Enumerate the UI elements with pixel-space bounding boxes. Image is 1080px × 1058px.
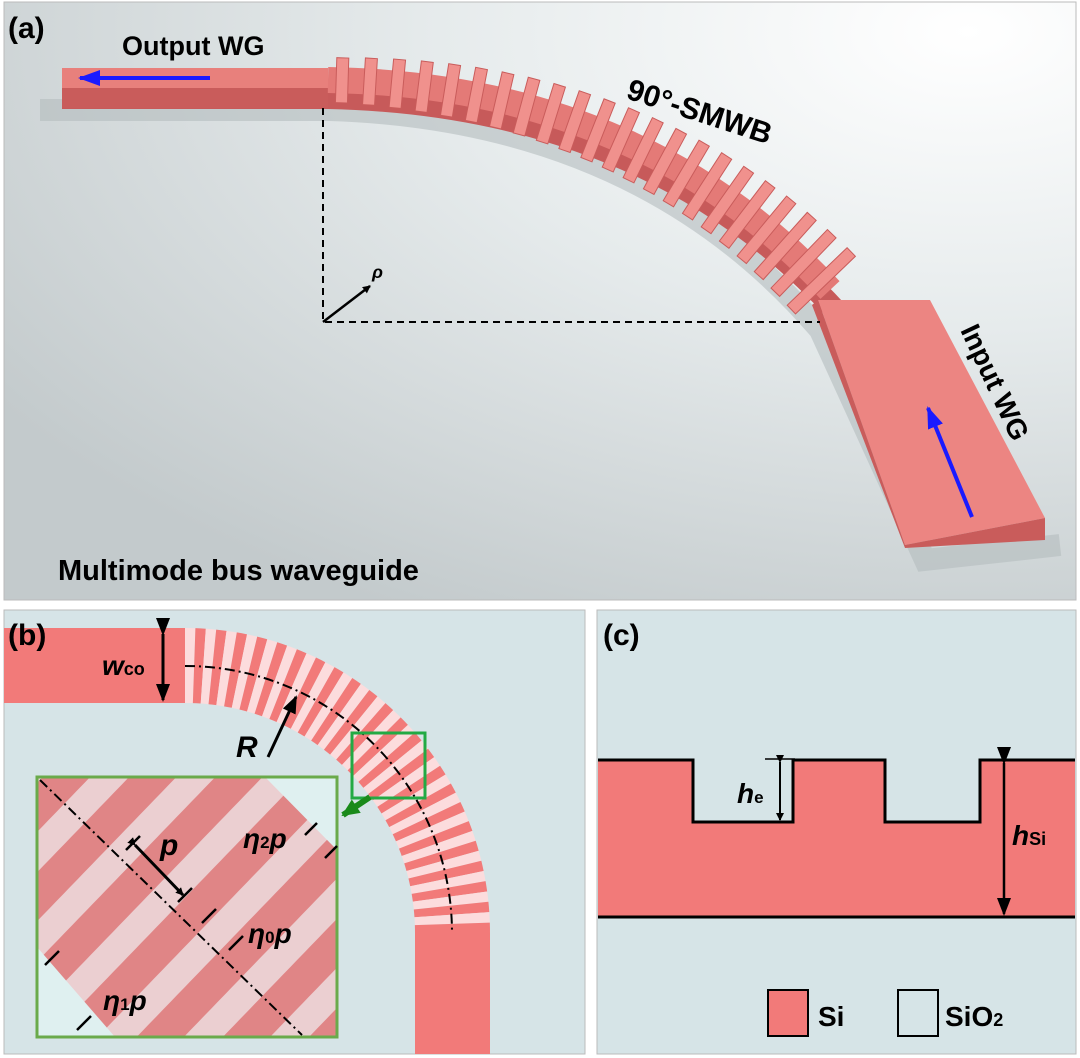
p-arrow bbox=[127, 837, 185, 897]
panel-c-tag: (c) bbox=[603, 619, 640, 652]
si-segment bbox=[411, 881, 488, 902]
waveguide-shadow bbox=[40, 99, 1062, 572]
output-wg-label: Output WG bbox=[122, 31, 264, 61]
grating-tooth bbox=[362, 57, 378, 106]
si-segment bbox=[377, 765, 446, 814]
center-line bbox=[184, 665, 453, 934]
eta0-label: η0p bbox=[248, 918, 292, 949]
grating-tooth bbox=[388, 58, 407, 109]
grating-tooth bbox=[464, 66, 489, 124]
panel-a: ρ (a) Output WG 90°-SMWB Input WG Multim… bbox=[3, 1, 1077, 601]
si-segment bbox=[358, 732, 422, 788]
si-segment bbox=[368, 748, 435, 801]
p-label: p bbox=[159, 829, 178, 862]
output-waveguide-side bbox=[62, 88, 328, 108]
grating-tooth bbox=[334, 57, 350, 104]
r-label: R bbox=[236, 731, 258, 764]
radius-guide-lines bbox=[322, 108, 820, 323]
inset-stripes bbox=[37, 777, 337, 1037]
grating-tooth bbox=[662, 139, 711, 208]
inset-center-line bbox=[39, 779, 303, 1036]
grating-tooth bbox=[700, 165, 755, 235]
slot-segment bbox=[406, 850, 482, 879]
rho-arrow bbox=[322, 285, 371, 323]
slot-segment bbox=[395, 811, 469, 849]
bend-teeth bbox=[334, 57, 857, 315]
grating-tooth bbox=[753, 211, 817, 281]
slot-segment bbox=[304, 672, 353, 741]
vertical-waveguide bbox=[415, 933, 490, 1054]
grating-tooth bbox=[718, 180, 776, 249]
grating-tooth bbox=[580, 98, 616, 163]
hsi-label: hSi bbox=[1012, 820, 1046, 851]
input-waveguide-side bbox=[812, 300, 905, 548]
legend-si-label: Si bbox=[818, 1001, 844, 1032]
si-segment bbox=[224, 632, 248, 708]
grating-tooth bbox=[439, 63, 462, 118]
slot-segment bbox=[401, 830, 476, 864]
si-segment bbox=[414, 922, 490, 933]
grating-tooth bbox=[535, 82, 567, 145]
slot-segment bbox=[317, 683, 370, 750]
input-arrow bbox=[926, 406, 974, 518]
eta2-label: η2p bbox=[243, 823, 287, 854]
si-segment bbox=[311, 677, 361, 746]
zoom-arrow bbox=[341, 794, 372, 818]
zoom-inset-border bbox=[35, 775, 339, 1039]
bus-waveguide-label: Multimode bus waveguide bbox=[58, 555, 419, 587]
rho-symbol: ρ bbox=[371, 262, 383, 282]
si-segment bbox=[208, 629, 227, 706]
grating-profile bbox=[598, 758, 1075, 824]
slot-segment bbox=[353, 724, 415, 782]
grating-tooth bbox=[601, 107, 641, 173]
slot-segment bbox=[231, 634, 258, 710]
panel-b: wco R p η2p η0p η1p (b) bbox=[3, 609, 586, 1055]
slot-segment bbox=[290, 662, 335, 733]
panel-a-tag: (a) bbox=[8, 12, 45, 45]
tick-marks bbox=[44, 822, 338, 1031]
straight-waveguide bbox=[4, 628, 185, 703]
eta1-label: η1p bbox=[103, 985, 147, 1016]
si-segment bbox=[297, 667, 344, 737]
grating-tooth bbox=[681, 152, 733, 221]
slot-segment bbox=[363, 740, 429, 795]
panel-c: he hSi Si SiO2 (c) bbox=[596, 609, 1077, 1055]
slot-segment bbox=[330, 696, 386, 760]
slot-segment bbox=[247, 639, 278, 714]
slot-segment bbox=[341, 710, 401, 771]
slot-segment bbox=[262, 645, 297, 720]
grating-tooth bbox=[414, 60, 434, 113]
si-cross-section bbox=[598, 760, 1075, 917]
grating-tooth bbox=[736, 195, 797, 265]
bend-waveguide bbox=[327, 67, 840, 299]
r-arrow bbox=[266, 695, 298, 758]
si-segment bbox=[323, 689, 378, 755]
grating-tooth bbox=[642, 127, 688, 196]
panel-b-tag: (b) bbox=[8, 619, 46, 652]
wco-label: wco bbox=[102, 650, 145, 681]
legend-sio2-swatch bbox=[897, 989, 939, 1037]
slot-segment bbox=[372, 757, 441, 807]
si-segment bbox=[408, 860, 484, 887]
grating-tooth bbox=[622, 116, 664, 184]
legend-si-swatch bbox=[767, 989, 809, 1037]
grating-tooth bbox=[488, 71, 515, 130]
input-waveguide-end-face bbox=[905, 518, 1045, 548]
grating-tooth bbox=[786, 246, 857, 315]
grating-tooth bbox=[770, 228, 837, 298]
grating-tooth bbox=[558, 90, 592, 154]
zoom-region-box bbox=[350, 731, 427, 800]
legend-sio2-label: SiO2 bbox=[945, 1001, 1003, 1032]
grating-tooth bbox=[512, 76, 541, 137]
he-label: he bbox=[737, 778, 764, 809]
